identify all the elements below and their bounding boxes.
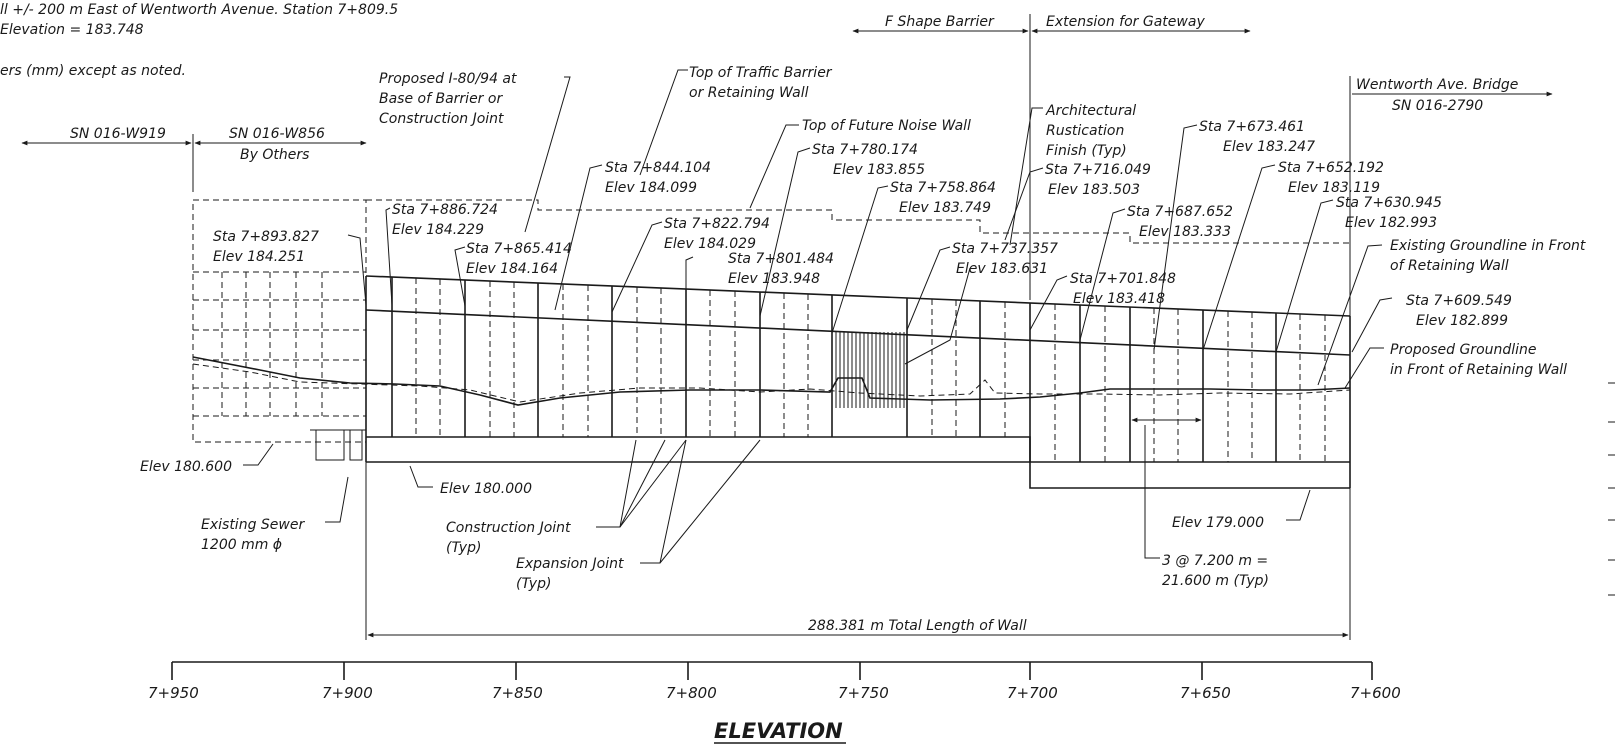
scale-tick-label: 7+900	[322, 684, 373, 702]
note-elev-180000: Elev 180.000	[440, 481, 532, 497]
scale-tick-label: 7+700	[1007, 684, 1058, 702]
drawing-title: ELEVATION	[714, 719, 843, 743]
extension-gateway-label: Extension for Gateway	[1046, 14, 1205, 30]
header-note-line-2: Elevation = 183.748	[0, 22, 144, 38]
note-top-traffic-line-2: or Retaining Wall	[689, 85, 809, 101]
note-elev-180600: Elev 180.600	[140, 459, 232, 475]
station-label: Sta 7+758.864	[890, 180, 996, 196]
station-elev: Elev 184.229	[392, 222, 484, 238]
scale-tick-label: 7+800	[666, 684, 717, 702]
note-existing-ground-line-1: Existing Groundline in Front	[1390, 238, 1586, 254]
by-others-label: By Others	[240, 147, 309, 163]
station-label: Sta 7+687.652	[1127, 204, 1233, 220]
retaining-wall	[192, 199, 1351, 489]
f-shape-barrier-label: F Shape Barrier	[885, 14, 995, 30]
note-ej-line-2: (Typ)	[516, 576, 551, 592]
station-label: Sta 7+844.104	[605, 160, 711, 176]
station-elev: Elev 184.251	[213, 249, 305, 265]
scale-tick-label: 7+850	[492, 684, 543, 702]
station-label: Sta 7+701.848	[1070, 271, 1176, 287]
note-spacing-line-2: 21.600 m (Typ)	[1162, 573, 1269, 589]
note-proposed-line-3: Construction Joint	[379, 111, 504, 127]
note-proposed-line-1: Proposed I-80/94 at	[379, 71, 517, 87]
right-edge-ticks	[1608, 382, 1615, 596]
header-note-line-1: ll +/- 200 m East of Wentworth Avenue. S…	[0, 2, 398, 18]
header-note-line-3: ers (mm) except as noted.	[0, 63, 186, 79]
note-arch-line-2: Rustication	[1046, 123, 1124, 139]
note-elev-179000: Elev 179.000	[1172, 515, 1264, 531]
note-proposed-ground-line-1: Proposed Groundline	[1390, 342, 1537, 358]
note-sewer-line-2: 1200 mm ϕ	[201, 537, 282, 553]
scale-tick-label: 7+650	[1180, 684, 1231, 702]
note-arch-line-3: Finish (Typ)	[1046, 143, 1127, 159]
note-cj-line-1: Construction Joint	[446, 520, 571, 536]
annotations: Proposed I-80/94 at Base of Barrier or C…	[140, 65, 1586, 592]
note-proposed-line-2: Base of Barrier or	[379, 91, 503, 107]
station-elev: Elev 184.164	[466, 261, 558, 277]
note-ej-line-1: Expansion Joint	[516, 556, 624, 572]
station-label: Sta 7+673.461	[1199, 119, 1305, 135]
station-elev: Elev 183.119	[1288, 180, 1380, 196]
station-elev: Elev 183.333	[1139, 224, 1231, 240]
station-elev: Elev 184.029	[664, 236, 756, 252]
station-elev: Elev 182.899	[1416, 313, 1508, 329]
station-elev: Elev 183.948	[728, 271, 820, 287]
station-elev: Elev 183.503	[1048, 182, 1140, 198]
station-labels: Sta 7+893.827 Elev 184.251 Sta 7+886.724…	[213, 119, 1512, 329]
station-label: Sta 7+886.724	[392, 202, 498, 218]
station-elev: Elev 182.993	[1345, 215, 1437, 231]
wentworth-sn-label: SN 016-2790	[1392, 98, 1483, 114]
station-label: Sta 7+893.827	[213, 229, 319, 245]
note-spacing-line-1: 3 @ 7.200 m =	[1162, 553, 1268, 569]
station-elev: Elev 183.749	[899, 200, 991, 216]
station-elev: Elev 183.247	[1223, 139, 1315, 155]
note-sewer-line-1: Existing Sewer	[201, 517, 305, 533]
section-dimensions: F Shape Barrier Extension for Gateway SN…	[21, 14, 1553, 320]
scale-tick-label: 7+600	[1350, 684, 1401, 702]
station-label: Sta 7+780.174	[812, 142, 918, 158]
existing-groundline	[192, 363, 1351, 403]
note-existing-ground-line-2: of Retaining Wall	[1390, 258, 1509, 274]
leader-lines	[243, 69, 1393, 564]
scale-tick-label: 7+750	[838, 684, 889, 702]
station-label: Sta 7+609.549	[1406, 293, 1512, 309]
wentworth-bridge-label: Wentworth Ave. Bridge	[1356, 77, 1518, 93]
station-label: Sta 7+822.794	[664, 216, 770, 232]
station-label: Sta 7+716.049	[1045, 162, 1151, 178]
station-elev: Elev 183.855	[833, 162, 925, 178]
total-length-label: 288.381 m Total Length of Wall	[808, 618, 1027, 634]
station-elev: Elev 183.418	[1073, 291, 1165, 307]
note-arch-line-1: Architectural	[1045, 103, 1136, 119]
note-noise-wall: Top of Future Noise Wall	[802, 118, 971, 134]
total-length-dimension: 288.381 m Total Length of Wall	[365, 462, 1351, 640]
station-scale: 7+950 7+900 7+850 7+800 7+750 7+700 7+65…	[148, 661, 1401, 702]
station-elev: Elev 183.631	[956, 261, 1048, 277]
note-top-traffic-line-1: Top of Traffic Barrier	[689, 65, 833, 81]
scale-tick-label: 7+950	[148, 684, 199, 702]
station-label: Sta 7+801.484	[728, 251, 834, 267]
station-label: Sta 7+865.414	[466, 241, 572, 257]
station-elev: Elev 184.099	[605, 180, 697, 196]
proposed-groundline	[192, 356, 1351, 406]
station-label: Sta 7+630.945	[1336, 195, 1442, 211]
station-label: Sta 7+737.357	[952, 241, 1058, 257]
note-proposed-ground-line-2: in Front of Retaining Wall	[1390, 362, 1567, 378]
station-label: Sta 7+652.192	[1278, 160, 1384, 176]
note-cj-line-2: (Typ)	[446, 540, 481, 556]
sn-w856-label: SN 016-W856	[229, 126, 325, 142]
sn-w919-label: SN 016-W919	[70, 126, 166, 142]
